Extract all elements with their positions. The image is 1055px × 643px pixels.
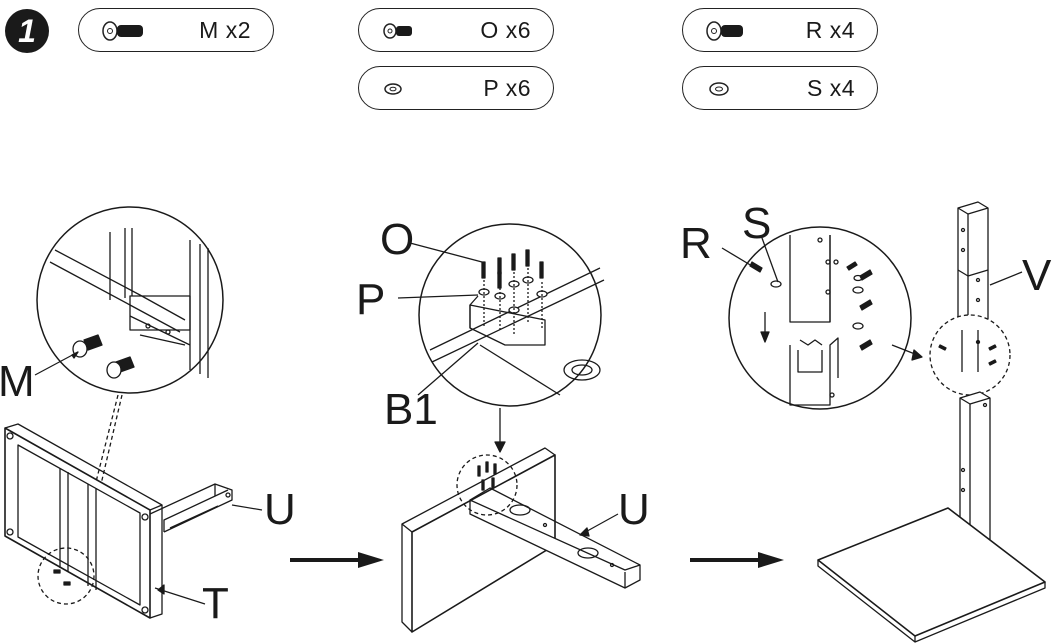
hardware-label: O x6	[480, 17, 531, 43]
hardware-pill-m: M x2	[78, 8, 274, 52]
hardware-label: M x2	[199, 17, 251, 43]
callout-p: P	[356, 275, 385, 324]
hardware-label: P x6	[483, 75, 531, 101]
callout-t: T	[202, 579, 229, 628]
hardware-pill-r: R x4	[682, 8, 878, 52]
hardware-pill-s: S x4	[682, 66, 878, 110]
hardware-pill-o: O x6	[358, 8, 554, 52]
right-zoom-circle-large	[721, 226, 923, 410]
post-lower	[959, 391, 991, 562]
left-zoom-circle	[34, 206, 224, 394]
arm-u-left	[149, 483, 233, 533]
small-screw-icon	[383, 23, 412, 39]
callout-s: S	[742, 199, 771, 248]
step-number: 1	[18, 13, 36, 49]
callout-b1: B1	[384, 385, 438, 434]
hardware-pill-p: P x6	[358, 66, 554, 110]
hardware-label: S x4	[806, 75, 855, 101]
screw-icon	[102, 21, 143, 41]
middle-zoom-circle	[397, 223, 605, 407]
step-number-badge: 1	[5, 9, 49, 53]
callout-m: M	[0, 357, 35, 406]
base-plate	[817, 507, 1046, 643]
screw-icon	[706, 21, 743, 41]
callout-o: O	[380, 215, 414, 264]
arm-u-middle	[469, 487, 641, 589]
callout-v: V	[1022, 251, 1052, 300]
washer-icon	[384, 83, 402, 95]
callout-u-mid: U	[618, 485, 650, 534]
hardware-label: R x4	[805, 17, 855, 43]
washer-icon	[709, 82, 729, 96]
callout-r: R	[680, 219, 712, 268]
frame-t	[4, 423, 163, 619]
callout-u-left: U	[264, 485, 296, 534]
